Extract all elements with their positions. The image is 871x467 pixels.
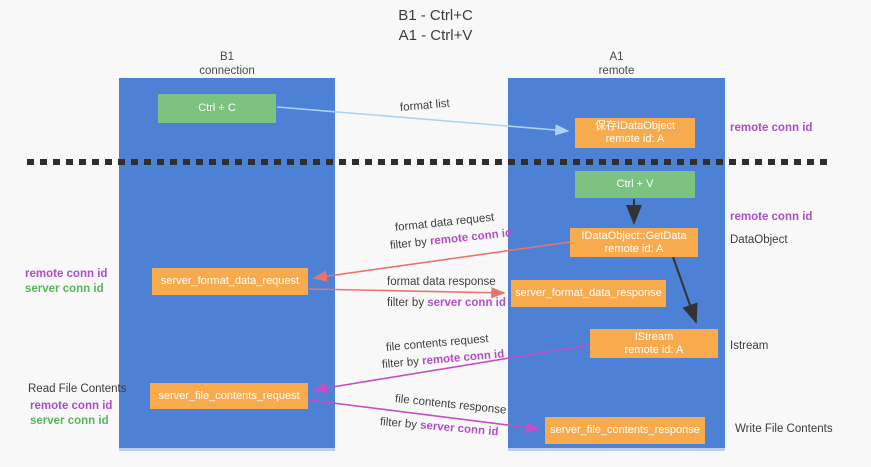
filter-by-text: filter by	[387, 297, 428, 309]
annotation-format-data-response: format data response	[387, 276, 496, 288]
annotation-filter-by-server-2: filter by server conn id	[379, 416, 498, 438]
node-server-file-contents-response: server_file_contents_response	[545, 417, 705, 444]
node-ctrl-v-label: Ctrl + V	[616, 178, 654, 190]
node-server-file-contents-response-label: server_file_contents_response	[550, 424, 700, 436]
node-server-file-contents-request-label: server_file_contents_request	[158, 389, 300, 402]
label-left-server-conn-id-2: server conn id	[30, 415, 109, 427]
label-left-remote-conn-id-1: remote conn id	[25, 268, 108, 280]
node-ctrl-c-label: Ctrl + C	[198, 102, 236, 114]
dashed-separator-line	[27, 159, 831, 165]
annotation-file-contents-response: file contents response	[394, 393, 507, 417]
diagram-title: B1 - Ctrl+C A1 - Ctrl+V	[0, 6, 871, 46]
label-remote-conn-id-top: remote conn id	[730, 122, 813, 134]
lane-header-b1: B1 connection	[119, 50, 335, 78]
node-ctrl-c: Ctrl + C	[158, 94, 276, 123]
remote-conn-id-text: remote conn id	[421, 348, 505, 368]
node-server-format-data-request: server_format_data_request	[152, 268, 308, 295]
label-left-server-conn-id-1: server conn id	[25, 283, 104, 295]
node-server-format-data-response-label: server_format_data_response	[515, 287, 662, 299]
node-server-format-data-request-label: server_format_data_request	[160, 275, 300, 287]
remote-conn-id-text: remote conn id	[429, 227, 513, 248]
node-save-idataobject-line2: remote id: A	[605, 133, 665, 145]
lane-header-a1: A1 remote	[508, 50, 725, 78]
node-server-format-data-response: server_format_data_response	[511, 280, 666, 307]
label-write-file-contents: Write File Contents	[735, 423, 833, 435]
node-istream: IStream remote id: A	[590, 329, 718, 358]
title-line-1: B1 - Ctrl+C	[398, 7, 473, 24]
node-getdata-line1: IDataObject::GetData	[581, 229, 687, 242]
node-save-idataobject: 保存IDataObject remote id: A	[575, 118, 695, 148]
label-dataobject: DataObject	[730, 234, 788, 246]
annotation-format-list: format list	[399, 97, 451, 114]
title-line-2: A1 - Ctrl+V	[398, 27, 473, 44]
filter-by-text: filter by	[381, 355, 423, 371]
server-conn-id-text: server conn id	[427, 297, 506, 309]
node-istream-line1: IStream	[634, 330, 674, 343]
lane-b1-title: B1	[219, 51, 235, 63]
lane-b1-subtitle: connection	[199, 65, 255, 77]
node-istream-line2: remote id: A	[624, 343, 684, 356]
label-istream: Istream	[730, 340, 769, 352]
annotation-filter-by-server-1: filter by server conn id	[387, 297, 506, 309]
node-ctrl-v: Ctrl + V	[575, 171, 695, 198]
node-idataobject-getdata: IDataObject::GetData remote id: A	[570, 228, 698, 257]
node-save-idataobject-line1: 保存IDataObject	[594, 120, 676, 132]
node-getdata-line2: remote id: A	[604, 242, 664, 255]
label-left-remote-conn-id-2: remote conn id	[30, 400, 113, 412]
label-remote-conn-id-mid: remote conn id	[730, 211, 813, 223]
lane-a1-subtitle: remote	[598, 65, 635, 77]
arrow-format-data-response	[308, 287, 506, 299]
filter-by-text: filter by	[389, 235, 431, 252]
node-server-file-contents-request: server_file_contents_request	[150, 383, 308, 409]
server-conn-id-text: server conn id	[419, 419, 499, 439]
label-read-file-contents: Read File Contents	[28, 383, 127, 395]
lane-a1-title: A1	[609, 51, 624, 63]
filter-by-text: filter by	[379, 416, 421, 432]
